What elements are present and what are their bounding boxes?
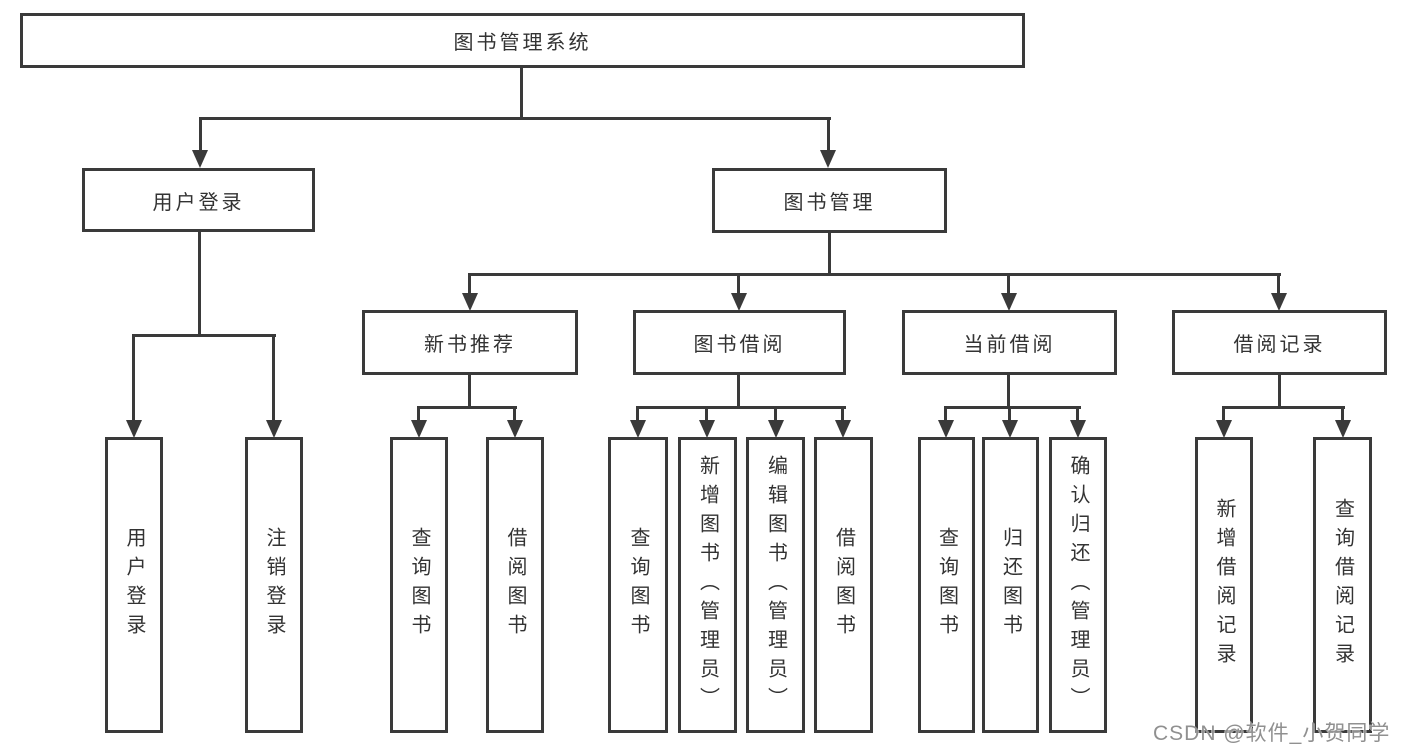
connector-drop-login-leaf: [132, 334, 135, 422]
node-leaf-borrow-books-1: 借阅图书: [486, 437, 544, 733]
node-book-management: 图书管理: [712, 168, 947, 233]
arrow-to-add-books: [699, 420, 715, 438]
arrow-to-search-books-3: [938, 420, 954, 438]
node-current-borrowing: 当前借阅: [902, 310, 1117, 375]
node-leaf-search-borrow-record: 查询借阅记录: [1313, 437, 1372, 733]
connector-drop-book-management: [827, 117, 830, 151]
node-leaf-return-books: 归还图书: [982, 437, 1039, 733]
connector-book-management-stem: [828, 232, 831, 274]
connector-drop-borrow-records: [1277, 273, 1280, 295]
arrow-to-add-record: [1216, 420, 1232, 438]
connector-drop-book-borrow: [737, 273, 740, 295]
node-leaf-confirm-return-admin: 确认归还（管理员）: [1049, 437, 1107, 733]
connector-drop-borrow-books-1: [513, 406, 516, 422]
arrow-to-current-borrow: [1001, 293, 1017, 311]
arrow-to-edit-books: [768, 420, 784, 438]
node-leaf-add-books-admin: 新增图书（管理员）: [678, 437, 737, 733]
csdn-watermark: CSDN @软件_小贺同学: [1153, 722, 1391, 745]
arrow-to-book-borrow: [731, 293, 747, 311]
connector-drop-add-books: [705, 406, 708, 422]
arrow-to-borrow-books-2: [835, 420, 851, 438]
connector-drop-logout-leaf: [272, 334, 275, 422]
connector-drop-edit-books: [774, 406, 777, 422]
connector-drop-return-books: [1008, 406, 1011, 422]
node-new-book-recommendation: 新书推荐: [362, 310, 578, 375]
node-library-management-system: 图书管理系统: [20, 13, 1025, 68]
node-borrowing-records: 借阅记录: [1172, 310, 1387, 375]
connector-current-borrow-split: [944, 406, 1081, 409]
node-leaf-add-borrow-record: 新增借阅记录: [1195, 437, 1253, 733]
arrow-to-search-books-2: [630, 420, 646, 438]
arrow-to-confirm-return: [1070, 420, 1086, 438]
connector-new-book-split: [417, 406, 517, 409]
connector-level3-split: [468, 273, 1281, 276]
connector-user-login-stem: [198, 231, 201, 335]
node-book-borrowing: 图书借阅: [633, 310, 846, 375]
arrow-to-return-books: [1002, 420, 1018, 438]
connector-current-borrow-stem: [1007, 375, 1010, 408]
connector-drop-add-record: [1222, 406, 1225, 422]
connector-records-split: [1222, 406, 1345, 409]
connector-book-borrow-stem: [737, 375, 740, 408]
connector-drop-search-books-2: [636, 406, 639, 422]
arrow-to-user-login: [192, 150, 208, 168]
connector-drop-search-record: [1341, 406, 1344, 422]
connector-drop-search-books-3: [944, 406, 947, 422]
node-leaf-search-books-3: 查询图书: [918, 437, 975, 733]
node-leaf-search-books-2: 查询图书: [608, 437, 668, 733]
node-leaf-search-books-1: 查询图书: [390, 437, 448, 733]
node-leaf-user-login: 用户登录: [105, 437, 163, 733]
connector-level2-split: [199, 117, 831, 120]
connector-drop-new-book: [468, 273, 471, 295]
connector-drop-borrow-books-2: [841, 406, 844, 422]
connector-user-login-split: [132, 334, 276, 337]
node-leaf-logout: 注销登录: [245, 437, 303, 733]
arrow-to-new-book: [462, 293, 478, 311]
node-leaf-borrow-books-2: 借阅图书: [814, 437, 873, 733]
arrow-to-borrow-records: [1271, 293, 1287, 311]
connector-records-stem: [1278, 375, 1281, 408]
connector-drop-user-login: [199, 117, 202, 151]
connector-book-borrow-split: [636, 406, 846, 409]
connector-drop-current-borrow: [1007, 273, 1010, 295]
node-user-login: 用户登录: [82, 168, 315, 232]
arrow-to-search-record: [1335, 420, 1351, 438]
node-leaf-edit-books-admin: 编辑图书（管理员）: [746, 437, 805, 733]
connector-drop-confirm-return: [1076, 406, 1079, 422]
arrow-to-borrow-books-1: [507, 420, 523, 438]
arrow-to-search-books-1: [411, 420, 427, 438]
arrow-to-book-management: [820, 150, 836, 168]
connector-drop-search-books-1: [417, 406, 420, 422]
arrow-to-logout-leaf: [266, 420, 282, 438]
connector-new-book-stem: [468, 375, 471, 408]
connector-root-stem: [520, 68, 523, 118]
arrow-to-login-leaf: [126, 420, 142, 438]
